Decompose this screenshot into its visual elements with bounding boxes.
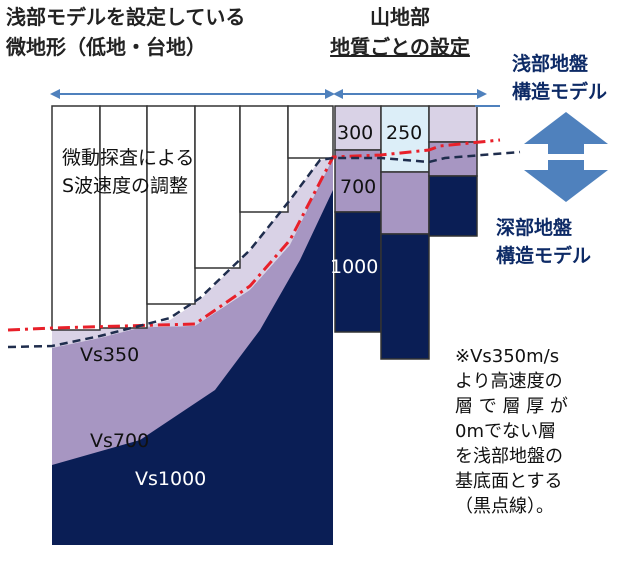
note-line: より高速度の [455, 371, 563, 392]
shallow-model-grid [51, 105, 334, 331]
note-line: ※Vs350m/s [455, 346, 560, 367]
deep-label-line-1: 深部地盤 [496, 217, 573, 239]
mountain-title-line-2: 地質ごとの設定 [330, 35, 470, 59]
red-dashdot-line [7, 138, 501, 332]
note-line: （黒点線）。 [455, 496, 554, 517]
shallow-ground-model-label: 浅部地盤 構造モデル [512, 50, 607, 106]
vertical-double-arrow-icon [524, 112, 608, 202]
vs700-layer [52, 158, 333, 465]
shallow-label-line-1: 浅部地盤 [512, 53, 589, 75]
value-250-label: 250 [386, 122, 423, 144]
title-line-2: 微地形（低地・台地） [6, 35, 206, 59]
shallow-label-line-2: 構造モデル [512, 81, 608, 103]
microtremor-line-1: 微動探査による [62, 147, 195, 169]
title-line-1: 浅部モデルを設定している [6, 5, 246, 29]
microtremor-label: 微動探査による S波速度の調整 [62, 144, 194, 200]
mountain-columns [334, 105, 478, 360]
microtremor-line-2: S波速度の調整 [62, 175, 189, 197]
note-line: 0mでない層 [455, 421, 556, 442]
base-definition-note: ※Vs350m/s より高速度の 層 で 層 厚 が 0mでない層 を浅部地盤の… [455, 344, 625, 519]
value-700-label: 700 [340, 176, 377, 198]
vs1000-label: Vs1000 [135, 468, 207, 490]
mountain-title-line-1: 山地部 [370, 5, 430, 29]
deep-label-line-2: 構造モデル [496, 245, 592, 267]
vs350-label: Vs350 [80, 344, 140, 366]
note-line: を浅部地盤の [455, 446, 563, 467]
vs700-label: Vs700 [90, 430, 150, 452]
shallow-base-dashed-line [7, 150, 521, 349]
note-line: 層 で 層 厚 が [455, 396, 568, 417]
mountain-area-title: 山地部 地質ごとの設定 [315, 2, 485, 62]
value-1000-label: 1000 [330, 256, 379, 278]
deep-ground-model-label: 深部地盤 構造モデル [496, 214, 591, 270]
vs350-layer [52, 158, 333, 348]
note-line: 基底面とする [455, 471, 563, 492]
value-300-label: 300 [337, 122, 374, 144]
shallow-microterrain-title: 浅部モデルを設定している 微地形（低地・台地） [6, 2, 245, 62]
